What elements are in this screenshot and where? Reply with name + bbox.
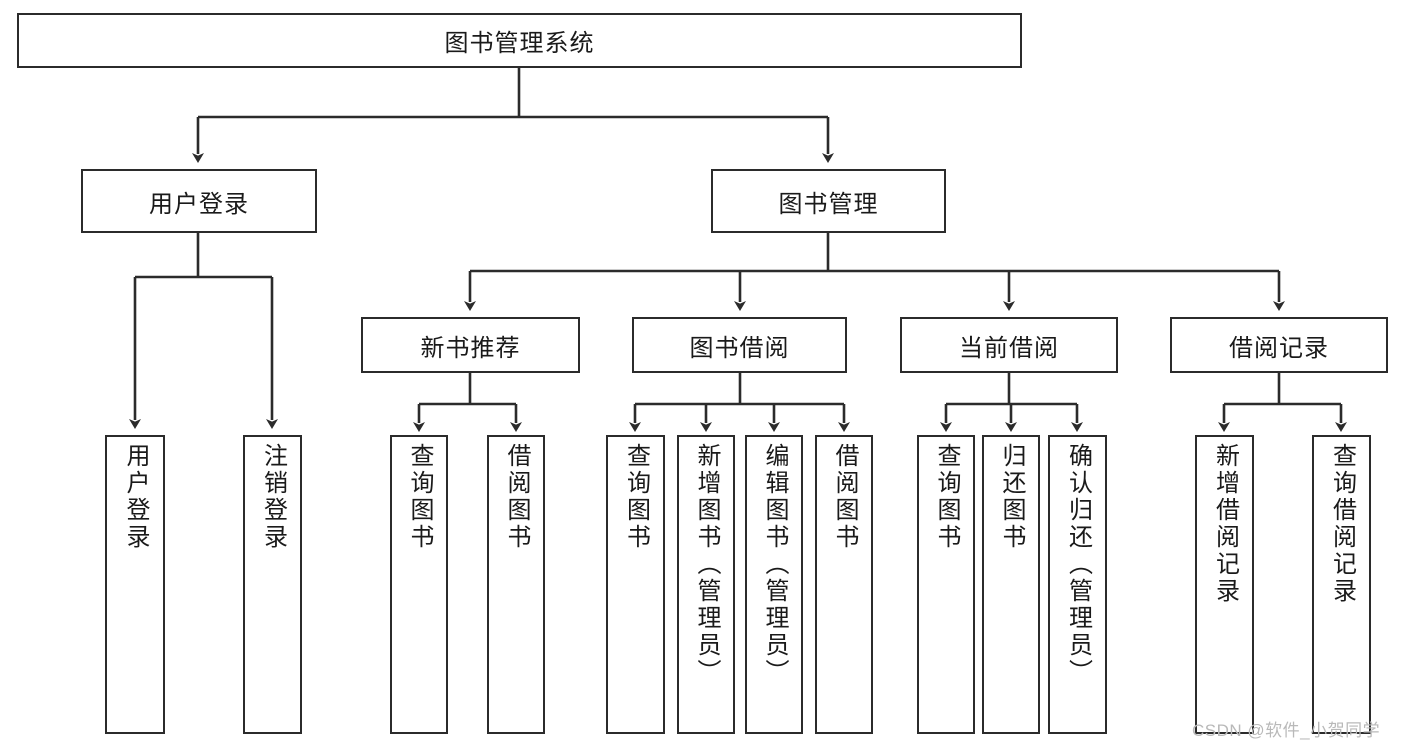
node-leaf-query-book-1-label: 查询图书 <box>406 443 433 551</box>
node-leaf-logout-login[interactable]: 注销登录 <box>243 435 302 734</box>
node-user-login-label: 用户登录 <box>149 190 249 218</box>
node-leaf-query-book-3-label: 查询图书 <box>933 443 960 551</box>
node-root-label: 图书管理系统 <box>444 30 595 57</box>
node-leaf-query-book-2[interactable]: 查询图书 <box>606 435 665 734</box>
node-borrow-record-label: 借阅记录 <box>1229 334 1329 362</box>
node-book-management-label: 图书管理 <box>778 190 879 218</box>
node-leaf-confirm-return-admin-label: 确认归还（管理员） <box>1064 443 1092 686</box>
node-user-login[interactable]: 用户登录 <box>81 169 317 233</box>
node-book-borrow-label: 图书借阅 <box>689 334 790 362</box>
node-borrow-record[interactable]: 借阅记录 <box>1170 317 1388 373</box>
csdn-watermark: CSDN @软件_小贺同学 <box>1192 721 1381 740</box>
node-leaf-user-login[interactable]: 用户登录 <box>105 435 165 734</box>
node-new-book-recommend-label: 新书推荐 <box>420 334 521 362</box>
node-new-book-recommend[interactable]: 新书推荐 <box>361 317 580 373</box>
node-leaf-borrow-book-1-label: 借阅图书 <box>503 443 530 551</box>
node-leaf-add-borrow-record[interactable]: 新增借阅记录 <box>1195 435 1254 734</box>
node-leaf-query-borrow-record-label: 查询借阅记录 <box>1328 443 1356 605</box>
node-book-borrow[interactable]: 图书借阅 <box>632 317 847 373</box>
node-leaf-borrow-book-2-label: 借阅图书 <box>831 443 858 551</box>
node-leaf-edit-book-admin[interactable]: 编辑图书（管理员） <box>745 435 803 734</box>
node-leaf-edit-book-admin-label: 编辑图书（管理员） <box>761 443 788 686</box>
node-leaf-logout-login-label: 注销登录 <box>259 443 287 551</box>
node-leaf-borrow-book-2[interactable]: 借阅图书 <box>815 435 873 734</box>
node-root[interactable]: 图书管理系统 <box>17 13 1022 68</box>
node-leaf-query-book-1[interactable]: 查询图书 <box>390 435 448 734</box>
node-leaf-add-borrow-record-label: 新增借阅记录 <box>1211 443 1239 605</box>
node-leaf-confirm-return-admin[interactable]: 确认归还（管理员） <box>1048 435 1107 734</box>
node-leaf-return-book[interactable]: 归还图书 <box>982 435 1040 734</box>
node-current-borrow-label: 当前借阅 <box>959 334 1059 362</box>
node-leaf-add-book-admin[interactable]: 新增图书（管理员） <box>677 435 735 734</box>
node-leaf-user-login-label: 用户登录 <box>122 443 149 551</box>
node-leaf-query-book-3[interactable]: 查询图书 <box>917 435 975 734</box>
node-current-borrow[interactable]: 当前借阅 <box>900 317 1118 373</box>
node-leaf-borrow-book-1[interactable]: 借阅图书 <box>487 435 545 734</box>
node-leaf-query-borrow-record[interactable]: 查询借阅记录 <box>1312 435 1371 734</box>
node-leaf-return-book-label: 归还图书 <box>998 443 1025 551</box>
node-leaf-add-book-admin-label: 新增图书（管理员） <box>693 443 720 686</box>
node-leaf-query-book-2-label: 查询图书 <box>622 443 650 551</box>
node-book-management[interactable]: 图书管理 <box>711 169 946 233</box>
